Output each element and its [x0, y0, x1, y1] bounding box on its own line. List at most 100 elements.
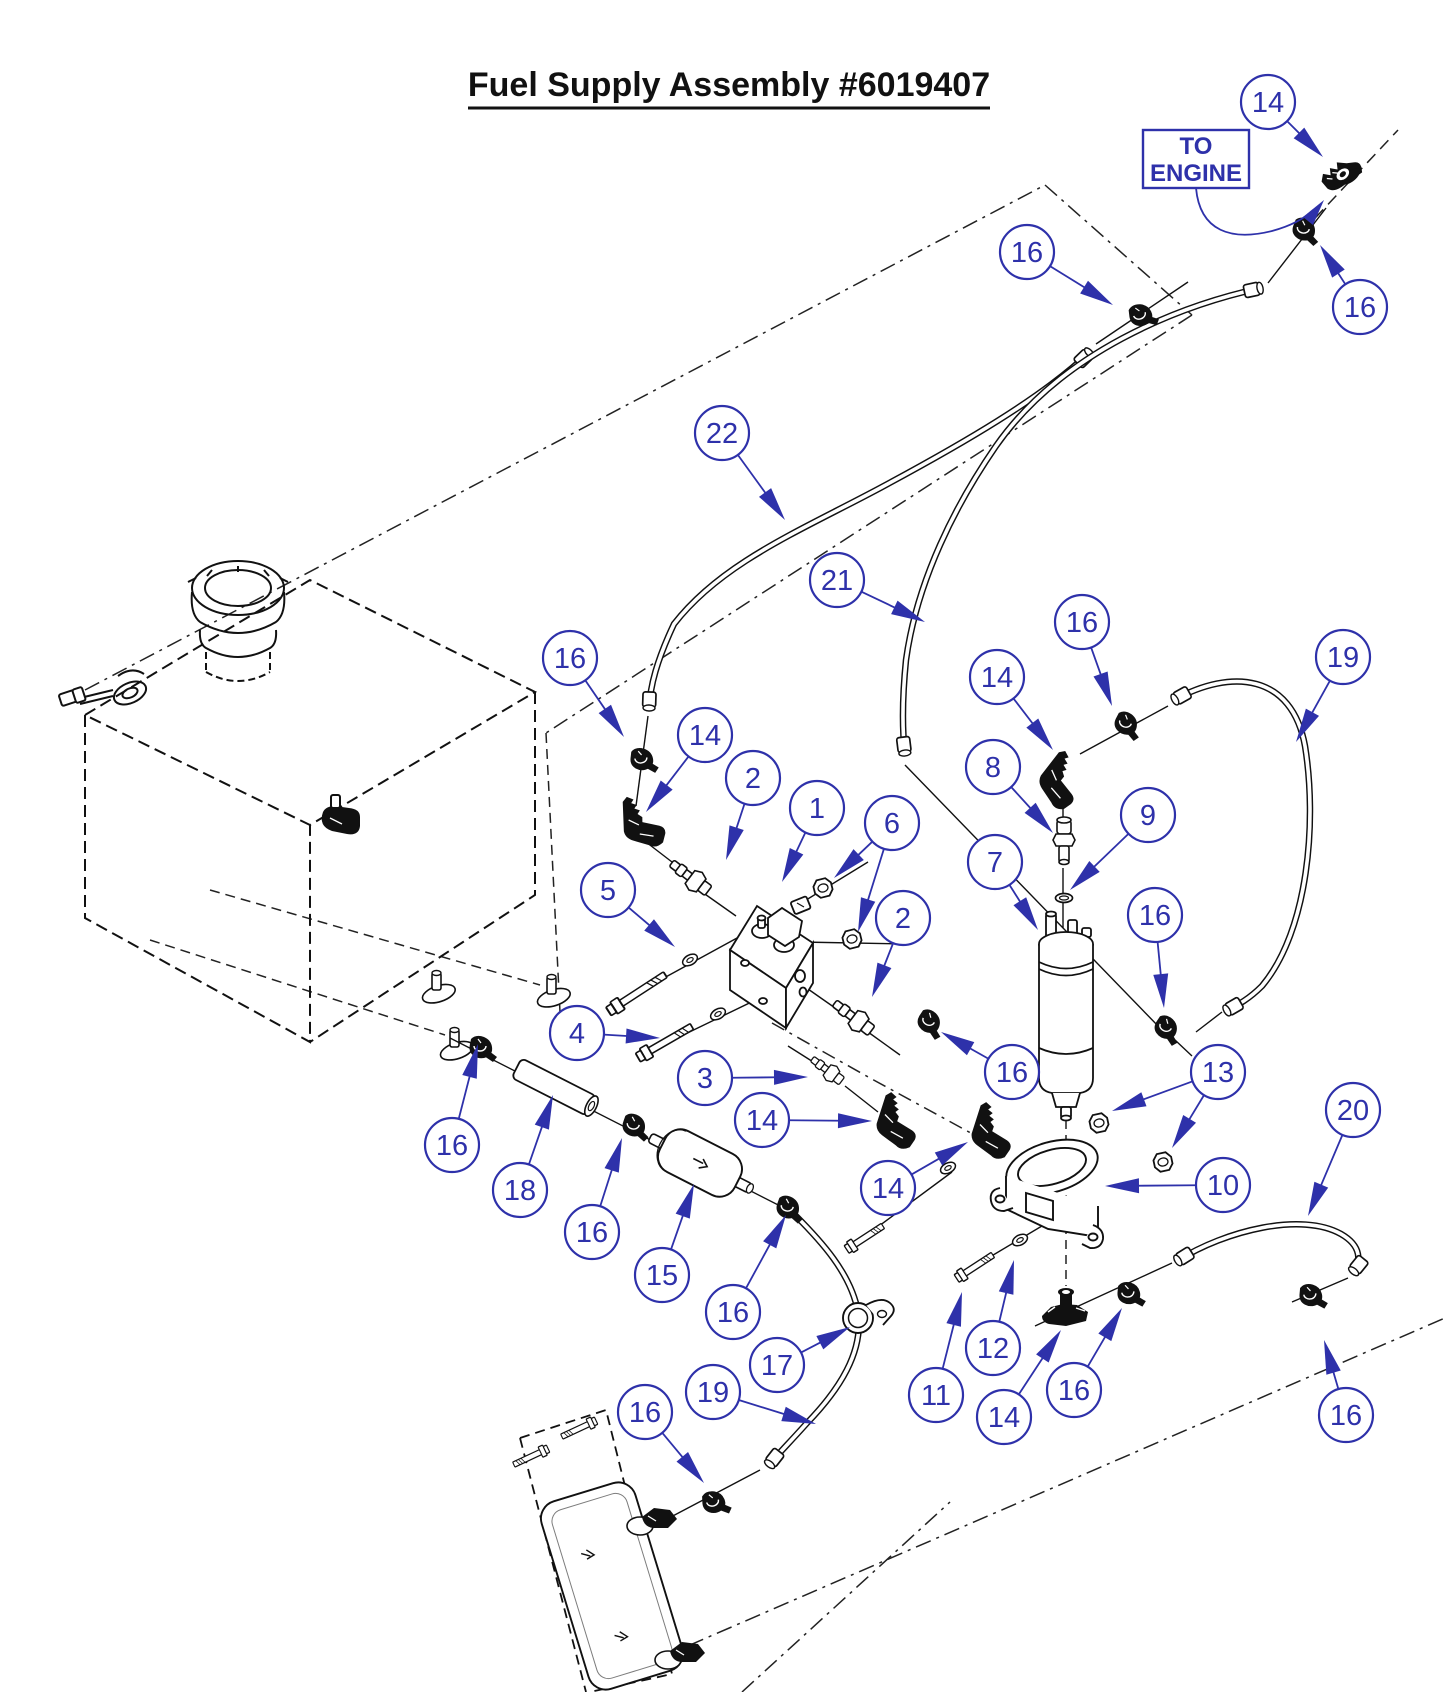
part-axis-lines	[449, 207, 1349, 1529]
callout-number: 19	[1327, 642, 1359, 674]
callout-17: 17	[748, 1327, 850, 1394]
callout-arrow	[604, 1138, 622, 1173]
elbow-14e	[968, 1100, 1018, 1162]
callout-10: 10	[1105, 1156, 1252, 1214]
callout-circle	[1239, 73, 1297, 131]
callout-number: 2	[895, 903, 911, 935]
callout-16: 16	[704, 1215, 786, 1341]
connector-8	[1052, 816, 1076, 866]
callout-circle	[964, 738, 1022, 796]
callout-arrow	[1324, 1340, 1341, 1375]
callout-circle	[423, 1116, 481, 1174]
callout-number: 16	[1058, 1375, 1090, 1407]
callout-circle	[563, 1203, 621, 1261]
callout-14: 14	[975, 1330, 1061, 1446]
callout-number: 1	[809, 793, 825, 825]
callout-number: 19	[697, 1377, 729, 1409]
fuel-sender	[58, 669, 148, 707]
callout-arrow	[858, 897, 876, 932]
callout-number: 14	[689, 720, 721, 752]
callout-arrow	[781, 1406, 816, 1424]
callout-number: 16	[1066, 607, 1098, 639]
callout-arrow	[462, 1044, 478, 1079]
callout-16: 16	[541, 629, 624, 737]
callout-number: 5	[600, 875, 616, 907]
cooler-fitting-top	[626, 1508, 677, 1536]
callout-18: 18	[491, 1095, 553, 1219]
callout-2: 2	[724, 749, 782, 860]
callout-arrow	[934, 1142, 968, 1166]
callout-8: 8	[964, 738, 1053, 833]
callout-circle	[548, 1004, 606, 1062]
callout-circle	[863, 794, 921, 852]
callout-number: 14	[981, 662, 1013, 694]
callout-circle	[1119, 786, 1177, 844]
callout-20: 20	[1308, 1081, 1382, 1216]
callout-number: 16	[1139, 900, 1171, 932]
elbow-14c	[1030, 745, 1093, 815]
callout-15: 15	[633, 1184, 694, 1304]
callout-arrow	[816, 1327, 850, 1350]
callout-number: 14	[988, 1402, 1020, 1434]
callout-circle	[859, 1159, 917, 1217]
callout-16: 16	[1045, 1308, 1122, 1419]
callout-number: 16	[1011, 237, 1043, 269]
callout-arrow	[534, 1095, 553, 1130]
callout-arrow	[891, 600, 925, 622]
callout-arrow	[1293, 127, 1323, 157]
callout-circle	[1194, 1156, 1252, 1214]
callout-16: 16	[1317, 1340, 1375, 1444]
callout-14: 14	[968, 648, 1053, 750]
callout-16: 16	[998, 223, 1113, 305]
callout-number: 6	[884, 808, 900, 840]
fitting-3	[806, 1051, 848, 1089]
callout-19: 19	[1296, 628, 1372, 742]
callout-19: 19	[684, 1363, 816, 1424]
callout-arrow	[1024, 802, 1053, 833]
tee-fitting	[1042, 1288, 1088, 1326]
callout-arrow	[1080, 280, 1113, 305]
callout-circle	[733, 1091, 791, 1149]
callout-circle	[676, 706, 734, 764]
pump-bracket	[842, 1111, 1175, 1285]
callout-14: 14	[1239, 73, 1323, 157]
callout-number: 20	[1337, 1095, 1369, 1127]
callout-number: 16	[436, 1130, 468, 1162]
to-engine-arrow	[1303, 200, 1324, 225]
callout-16: 16	[1126, 886, 1184, 1008]
callout-arrow	[773, 1069, 808, 1085]
callout-arrow	[1026, 718, 1053, 750]
cooler-fitting-bottom	[654, 1642, 705, 1670]
fuel-cooler	[510, 1408, 705, 1692]
callout-number: 3	[697, 1063, 713, 1095]
callout-arrow	[1172, 1115, 1197, 1148]
callout-arrow	[676, 1452, 704, 1483]
callout-5: 5	[579, 861, 675, 947]
page-title: Fuel Supply Assembly #6019407	[468, 66, 990, 110]
callout-number: 14	[746, 1105, 778, 1137]
fitting-2a	[664, 853, 716, 901]
callout-arrow	[1112, 1092, 1147, 1111]
callout-arrow	[726, 825, 744, 860]
callout-arrow	[1036, 1330, 1061, 1363]
callout-arrow	[1013, 897, 1038, 930]
callout-circle	[724, 749, 782, 807]
callout-circle	[1317, 1386, 1375, 1444]
callout-number: 18	[504, 1175, 536, 1207]
left-fuel-line	[512, 1058, 895, 1334]
callout-number: 9	[1140, 800, 1156, 832]
callout-number: 16	[1330, 1400, 1362, 1432]
callout-arrow	[872, 962, 892, 997]
callout-arrow	[998, 1260, 1014, 1295]
callout-22: 22	[693, 404, 785, 520]
callout-number: 10	[1207, 1170, 1239, 1202]
injector-chain	[1030, 745, 1094, 1122]
callout-circle	[964, 1319, 1022, 1377]
callout-number: 16	[554, 643, 586, 675]
callout-circle	[693, 404, 751, 462]
callout-arrow	[946, 1292, 962, 1327]
callout-circle	[998, 223, 1056, 281]
title-text: Fuel Supply Assembly #6019407	[468, 66, 990, 104]
callout-16: 16	[616, 1383, 704, 1483]
callout-3: 3	[676, 1049, 808, 1107]
